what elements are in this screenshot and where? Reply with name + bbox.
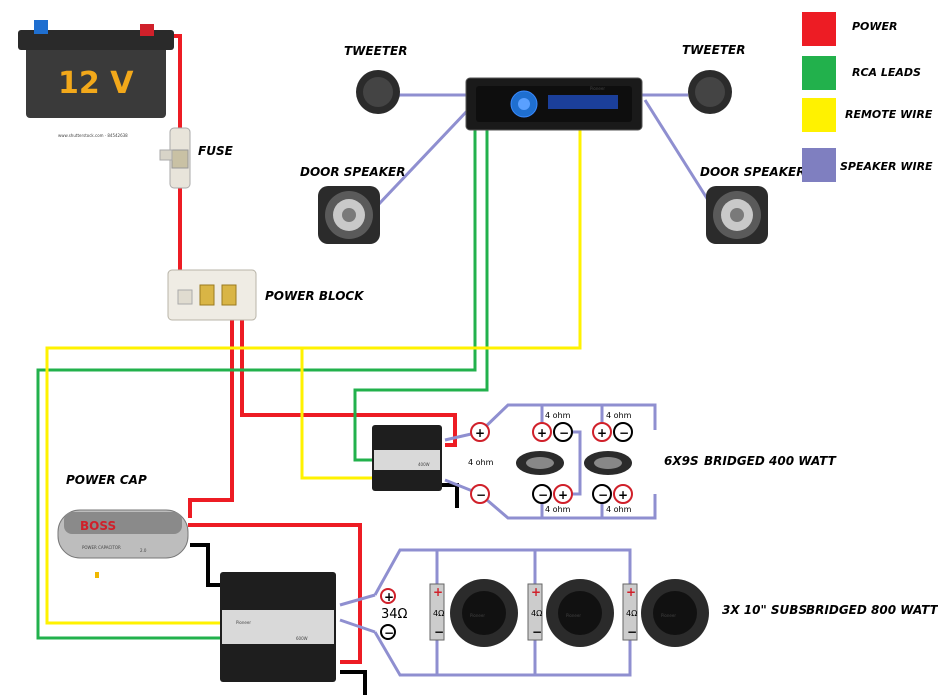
power-block: POWER BLOCK: [167, 269, 365, 321]
ohm-bottom-b: 4 ohm: [606, 505, 632, 514]
door-speaker-left: DOOR SPEAKER: [300, 165, 405, 244]
cap-value-text: 2.0: [140, 548, 147, 553]
term-minus-2: −: [559, 426, 569, 440]
legend-swatch-3: [802, 148, 836, 182]
cap-sub-text: POWER CAPACITOR: [82, 545, 121, 550]
bridged-400-label: BRIDGED 400 WATT: [704, 454, 837, 468]
sub-ohm-label: 34Ω: [381, 607, 408, 622]
speaker-wires: [339, 93, 710, 677]
sub2-ohm: 4Ω: [531, 609, 542, 618]
legend-swatch-1: [802, 56, 836, 90]
sub-amp-plus: +: [384, 590, 394, 604]
tweeter-left-label: TWEETER: [344, 44, 407, 58]
term-minus-4: −: [538, 488, 548, 502]
ohm-bottom-a: 4 ohm: [545, 505, 571, 514]
sub2-brand: Pioneer: [566, 613, 581, 618]
sub1-brand: Pioneer: [470, 613, 485, 618]
amp-600w-brand: Pioneer: [236, 620, 251, 625]
term-plus-1: +: [475, 426, 485, 440]
battery-watermark-text: www.shutterstock.com · 84542638: [58, 133, 128, 138]
six-by-nine-label: 6X9S: [664, 454, 699, 468]
head-unit: Pioneer: [465, 77, 643, 131]
legend-swatch-2: [802, 98, 836, 132]
subs-label: 3X 10" SUBS: [722, 603, 807, 617]
legend-label-1: RCA LEADS: [852, 66, 921, 79]
legend-label-3: SPEAKER WIRE: [840, 160, 933, 173]
power-cap-label: POWER CAP: [66, 473, 147, 487]
sub3-plus: +: [626, 585, 636, 599]
term-minus-1: −: [476, 488, 486, 502]
amp-400w-model: 400W: [418, 462, 430, 467]
six-by-nine-network: + − + − + − − + − + 4 ohm 4 ohm 4 ohm 4 …: [468, 411, 837, 514]
term-plus-5: +: [618, 488, 628, 502]
term-plus-3: +: [597, 426, 607, 440]
battery: 12 V www.shutterstock.com · 84542638: [18, 20, 174, 138]
door-speaker-left-label: DOOR SPEAKER: [300, 165, 405, 179]
tweeter-left: TWEETER: [344, 44, 407, 114]
remote-wires: [45, 130, 582, 625]
legend: POWER RCA LEADS REMOTE WIRE SPEAKER WIRE: [802, 12, 933, 182]
sub-network: + − 34Ω + 4Ω − Pioneer + 4Ω − Pioneer + …: [380, 579, 938, 647]
ohm-left: 4 ohm: [468, 458, 494, 467]
amplifier-400w: 400W: [372, 425, 442, 491]
sub3-minus: −: [627, 625, 637, 639]
fuse-label: FUSE: [198, 144, 234, 158]
sub3-brand: Pioneer: [661, 613, 676, 618]
ohm-top-b: 4 ohm: [606, 411, 632, 420]
amp-600w-model: 600W: [296, 636, 308, 641]
head-unit-brand: Pioneer: [590, 86, 605, 91]
power-block-label: POWER BLOCK: [265, 289, 365, 303]
rca-wires: [36, 130, 489, 640]
cap-brand-text: BOSS: [80, 519, 116, 533]
sub1-ohm: 4Ω: [433, 609, 444, 618]
term-minus-3: −: [619, 426, 629, 440]
power-wires: [150, 34, 457, 664]
ohm-top-a: 4 ohm: [545, 411, 571, 420]
tweeter-right: TWEETER: [682, 43, 745, 114]
door-speaker-right: DOOR SPEAKER: [700, 165, 805, 244]
tweeter-right-label: TWEETER: [682, 43, 745, 57]
sub2-minus: −: [532, 625, 542, 639]
term-plus-2: +: [537, 426, 547, 440]
term-minus-5: −: [598, 488, 608, 502]
battery-voltage-label: 12 V: [58, 66, 134, 101]
sub1-plus: +: [433, 585, 443, 599]
sub3-ohm: 4Ω: [626, 609, 637, 618]
fuse: FUSE: [159, 127, 234, 189]
amplifier-600w: Pioneer 600W: [220, 572, 336, 682]
legend-label-0: POWER: [852, 20, 898, 33]
legend-label-2: REMOTE WIRE: [845, 108, 933, 121]
door-speaker-right-label: DOOR SPEAKER: [700, 165, 805, 179]
power-cap: POWER CAP BOSS POWER CAPACITOR 2.0: [57, 473, 189, 578]
sub1-minus: −: [434, 625, 444, 639]
sub-amp-minus: −: [384, 626, 394, 640]
bridged-800-label: BRIDGED 800 WATT: [806, 603, 938, 617]
sub2-plus: +: [531, 585, 541, 599]
term-plus-4: +: [558, 488, 568, 502]
legend-swatch-0: [802, 12, 836, 46]
